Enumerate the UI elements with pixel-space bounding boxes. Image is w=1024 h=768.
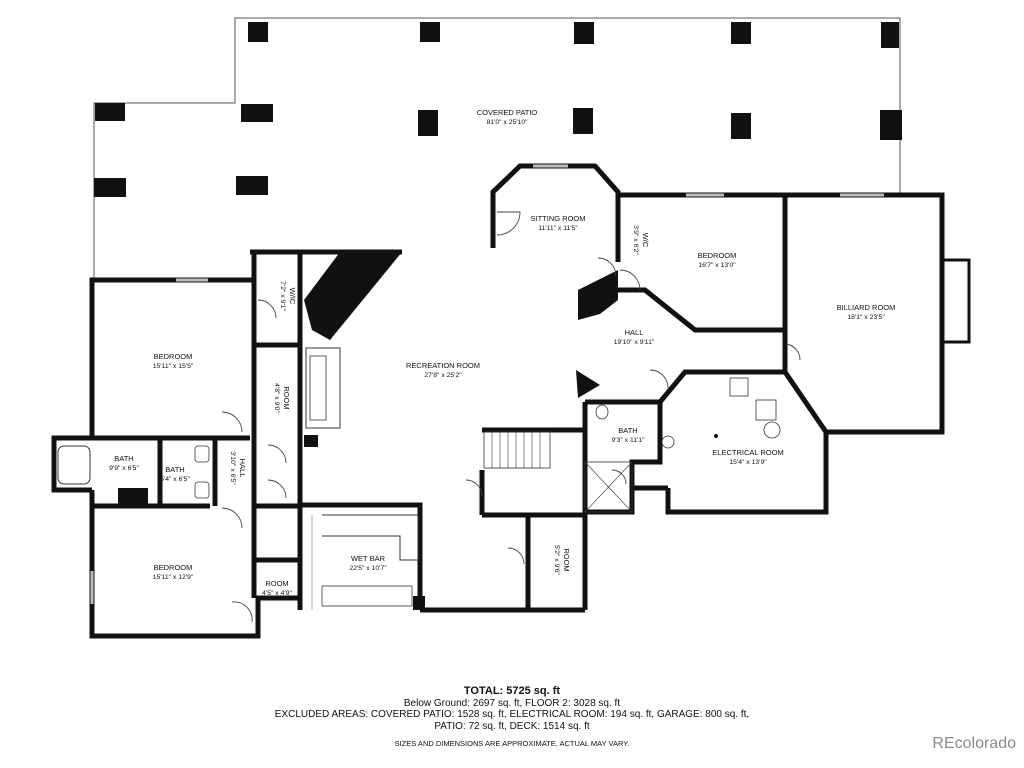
room-dimensions: 27'8" x 25'2" bbox=[424, 372, 462, 379]
room-label-bedroom-bottom: BEDROOM 15'11" x 12'9" bbox=[153, 563, 194, 581]
room-name: BEDROOM bbox=[698, 251, 737, 260]
room-label-bedroom-top: BEDROOM 16'7" x 13'0" bbox=[698, 251, 737, 269]
room-dimensions: 5'2" x 9'6" bbox=[553, 545, 560, 575]
room-label-room-small: ROOM 4'8" x 9'0" bbox=[273, 383, 291, 413]
disclaimer: SIZES AND DIMENSIONS ARE APPROXIMATE, AC… bbox=[394, 739, 630, 748]
doors bbox=[221, 211, 801, 623]
room-name: HALL bbox=[625, 328, 644, 337]
room-name: SITTING ROOM bbox=[531, 214, 586, 223]
room-label-room-bottom: ROOM 4'5" x 4'9" bbox=[262, 579, 292, 597]
room-label-wet-bar: WET BAR 22'5" x 10'7" bbox=[349, 554, 387, 572]
room-label-recreation-room: RECREATION ROOM 27'8" x 25'2" bbox=[406, 361, 480, 379]
covered-patio-outline bbox=[93, 17, 901, 280]
room-dimensions: 3'10" x 6'5" bbox=[229, 451, 236, 485]
excluded-areas-continued: PATIO: 72 sq. ft, DECK: 1514 sq. ft bbox=[434, 720, 590, 732]
room-name: BEDROOM bbox=[154, 352, 193, 361]
wet-bar-counter bbox=[311, 514, 419, 610]
room-name: W/IC bbox=[288, 288, 297, 305]
billiard-bay bbox=[942, 258, 971, 344]
room-dimensions: 18'1" x 23'5" bbox=[847, 314, 885, 321]
patio-posts bbox=[94, 22, 902, 197]
room-label-hall-center: HALL 19'10" x 9'11" bbox=[614, 328, 655, 346]
room-label-sitting-room: SITTING ROOM 11'11" x 11'5" bbox=[531, 214, 586, 232]
room-label-room-right: ROOM 5'2" x 9'6" bbox=[553, 545, 571, 575]
room-dimensions: 11'11" x 11'5" bbox=[538, 225, 578, 232]
room-dimensions: 22'5" x 10'7" bbox=[349, 565, 387, 572]
room-label-bath-left: BATH 9'9" x 6'5" bbox=[109, 454, 139, 472]
room-dimensions: 81'0" x 25'10" bbox=[486, 119, 528, 126]
area-summary: TOTAL: 5725 sq. ft Below Ground: 2697 sq… bbox=[0, 685, 1024, 750]
room-dimensions: 16'7" x 13'0" bbox=[698, 262, 736, 269]
room-dimensions: 4'5" x 4'9" bbox=[262, 590, 292, 597]
room-name: RECREATION ROOM bbox=[406, 361, 480, 370]
room-dimensions: 19'10" x 9'11" bbox=[614, 339, 655, 346]
room-name: BATH bbox=[114, 454, 133, 463]
structure-fills bbox=[118, 252, 618, 610]
room-dimensions: 9'3" x 11'1" bbox=[612, 437, 646, 444]
room-dimensions: 9'9" x 6'5" bbox=[109, 465, 139, 472]
room-name: HALL bbox=[238, 459, 247, 478]
room-name: COVERED PATIO bbox=[477, 108, 538, 117]
room-name: W/C bbox=[641, 233, 650, 248]
room-name: BEDROOM bbox=[154, 563, 193, 572]
room-label-covered-patio: COVERED PATIO 81'0" x 25'10" bbox=[477, 108, 538, 126]
fireplace bbox=[305, 347, 341, 429]
room-name: ELECTRICAL ROOM bbox=[712, 448, 783, 457]
room-dimensions: 5'4" x 6'5" bbox=[160, 476, 190, 483]
room-name: BATH bbox=[165, 465, 184, 474]
room-label-electrical-room: ELECTRICAL ROOM 15'4" x 13'9" bbox=[712, 448, 783, 466]
windows bbox=[90, 164, 884, 604]
room-name: BILLIARD ROOM bbox=[837, 303, 896, 312]
room-label-bath-center: BATH 9'3" x 11'1" bbox=[612, 426, 646, 444]
brand-watermark: REcolorado bbox=[932, 735, 1016, 752]
room-dimensions: 15'11" x 12'9" bbox=[153, 574, 194, 581]
room-name: ROOM bbox=[265, 579, 288, 588]
area-breakdown: Below Ground: 2697 sq. ft, FLOOR 2: 3028… bbox=[403, 697, 621, 709]
room-dimensions: 3'9" x 6'2" bbox=[632, 225, 639, 255]
room-label-hall-left: HALL 3'10" x 6'5" bbox=[229, 451, 247, 485]
room-name: WET BAR bbox=[351, 554, 386, 563]
total-area: TOTAL: 5725 sq. ft bbox=[463, 685, 561, 697]
room-dimensions: 4'8" x 9'0" bbox=[273, 383, 280, 413]
room-dimensions: 7'2" x 9'1" bbox=[279, 281, 286, 311]
stairs bbox=[483, 431, 551, 469]
room-name: ROOM bbox=[562, 548, 571, 571]
room-label-wic-left: W/IC 7'2" x 9'1" bbox=[279, 281, 297, 311]
excluded-areas: EXCLUDED AREAS: COVERED PATIO: 1528 sq. … bbox=[274, 709, 750, 720]
room-dimensions: 15'4" x 13'9" bbox=[729, 459, 767, 466]
room-label-billiard-room: BILLIARD ROOM 18'1" x 23'5" bbox=[837, 303, 896, 321]
room-name: BATH bbox=[618, 426, 637, 435]
room-label-bath-left2: BATH 5'4" x 6'5" bbox=[160, 465, 190, 483]
fixtures bbox=[57, 377, 781, 513]
room-dimensions: 15'11" x 15'5" bbox=[153, 363, 194, 370]
room-name: ROOM bbox=[282, 386, 291, 409]
room-label-wic-top: W/C 3'9" x 6'2" bbox=[632, 225, 650, 255]
room-label-bedroom-left: BEDROOM 15'11" x 15'5" bbox=[153, 352, 194, 370]
floor-plan: COVERED PATIO 81'0" x 25'10" SITTING ROO… bbox=[51, 17, 971, 639]
